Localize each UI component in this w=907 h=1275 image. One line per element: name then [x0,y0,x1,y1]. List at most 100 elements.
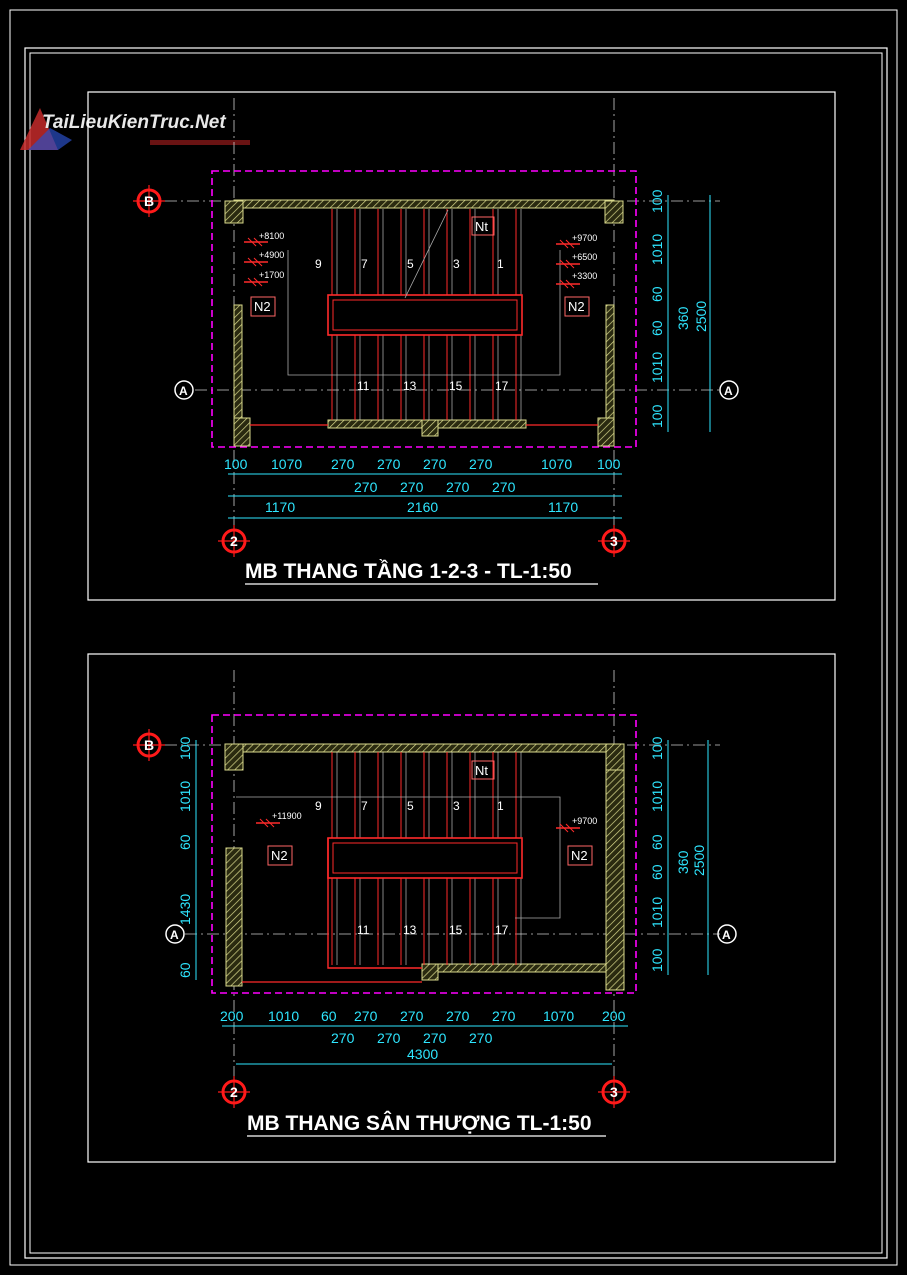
plan1-dim-b2-3: 270 [492,479,516,495]
plan1-dim-b2-1: 270 [400,479,424,495]
plan2-dim-b1-8: 200 [602,1008,626,1024]
plan1-column-bm [421,419,439,437]
plan2-wall-right [605,769,625,991]
level-marker-icon [559,279,575,289]
plan1-axis-3: 3 [598,525,630,557]
plan2-n2-right-tag: N2 [571,848,588,863]
logo-mark-icon-2 [28,128,72,150]
plan1-n2-left-box [250,296,276,317]
plan1-wall-right [605,304,615,421]
plan1-step-3: 3 [453,257,460,271]
plan2-boundary [211,714,637,994]
plan2-step-1: 1 [497,799,504,813]
plan2-step-5: 5 [407,799,414,813]
plan1-step-11: 11 [357,379,370,393]
plan1-step-15: 15 [449,379,463,393]
plan2-nt-tag-box [471,760,495,780]
plan2-step-17: 17 [495,923,509,937]
plan2-stair [331,752,522,965]
plan1-dim-b1-6: 1070 [541,456,572,472]
plan2-axis-2: 2 [218,1076,250,1108]
plan1-levels-left [244,237,268,287]
watermark-logo: TaiLieuKienTruc.Net [20,108,250,150]
plan2-column-tl [224,743,244,771]
level-marker-icon [259,818,275,828]
plan1-step-5: 5 [407,257,414,271]
plan1-dim-b2-2: 270 [446,479,470,495]
plan2-stair-well-inner [332,842,518,874]
plan1-step-7: 7 [361,257,368,271]
plan2-dim-left-4: 60 [177,962,193,978]
plan1-levels-right [556,239,580,289]
plan1-n2-left-tag: N2 [254,299,271,314]
plan1-axis-B: B [133,185,165,217]
axis-bubble-icon [165,924,185,944]
plan2-stair-well [327,837,523,879]
plan1-column-tl [224,200,244,224]
plan2-dim-b1-4: 270 [400,1008,424,1024]
plan1-level-left-3: +1700 [259,270,284,280]
plan2-wall-bottom [429,963,607,973]
plan2-dim-left-2: 60 [177,834,193,850]
plan1-dim-b1-0: 100 [224,456,248,472]
level-marker-icon [559,239,575,249]
plan2-dim-b1-7: 1070 [543,1008,574,1024]
plan2-dim-b1-2: 60 [321,1008,337,1024]
level-marker-icon [559,259,575,269]
plan1-axis-A-left: A [174,380,194,400]
plan1-column-bl [233,417,251,447]
plan2-dim-right-4: 60 [649,864,665,880]
plan1-dim-right-3: 360 [675,306,691,330]
axis-bubble-icon [717,924,737,944]
plan2-title: MB THANG SÂN THƯỢNG TL-1:50 [247,1111,592,1135]
axis-bubble-icon [174,380,194,400]
plan1-level-left-1: +8100 [259,231,284,241]
plan2-axis-B: B [133,729,165,761]
plan1-stair-well [327,294,523,336]
plan1-dim-right-6: 100 [649,404,665,428]
plan2-dim-b1-3: 270 [354,1008,378,1024]
watermark-text: TaiLieuKienTruc.Net [42,112,226,133]
plan1-dim-b1-1: 1070 [271,456,302,472]
plan2-dim-b2-1: 270 [377,1030,401,1046]
plan2-stair-outline [327,838,422,969]
plan2-dim-left-1: 1010 [177,781,193,812]
plan2-dim-right-3: 360 [675,850,691,874]
plan2-axis-A-right-label: A [722,928,731,942]
plan2-dim-right-6: 100 [649,948,665,972]
plan1-frame [87,91,836,601]
level-marker-icon [247,257,263,267]
sheet-border-outer [9,9,898,1266]
plan2-dim-right-2: 60 [649,834,665,850]
plan1-dim-b3-1: 2160 [407,499,438,515]
plan1-title: MB THANG TẦNG 1-2-3 - TL-1:50 [245,560,572,583]
plan1-cut-line [404,209,449,299]
plan2-n2-right-box [567,845,593,866]
plan2-levels [256,818,580,833]
plan-2: 9 7 5 3 1 11 13 15 17 Nt N2 N2 +11900 +9… [87,653,836,1163]
plan2-step-3: 3 [453,799,460,813]
plan1-dim-right-2: 60 [649,286,665,302]
plan2-level-right-1: +9700 [572,816,597,826]
plan2-step-9: 9 [315,799,322,813]
plan1-walk-line [287,250,561,376]
plan1-step-1: 1 [497,257,504,271]
plan1-nt-tag: Nt [475,219,488,234]
plan1-dim-b1-7: 100 [597,456,621,472]
plan1-dimension-lines [228,195,711,519]
plan2-n2-left-box [267,845,293,866]
plan1-dim-right-0: 100 [649,189,665,213]
plan1-n2-right-tag: N2 [568,299,585,314]
plan2-axis-2-label: 2 [230,1084,238,1100]
plan2-dim-left-0: 100 [177,736,193,760]
plan1-step-17: 17 [495,379,509,393]
level-marker-icon [559,823,575,833]
plan2-dim-b1-6: 270 [492,1008,516,1024]
plan2-wall-left [225,847,243,987]
plan2-axis-A-left-label: A [170,928,179,942]
plan1-dim-right-4: 60 [649,320,665,336]
plan2-n2-left-tag: N2 [271,848,288,863]
